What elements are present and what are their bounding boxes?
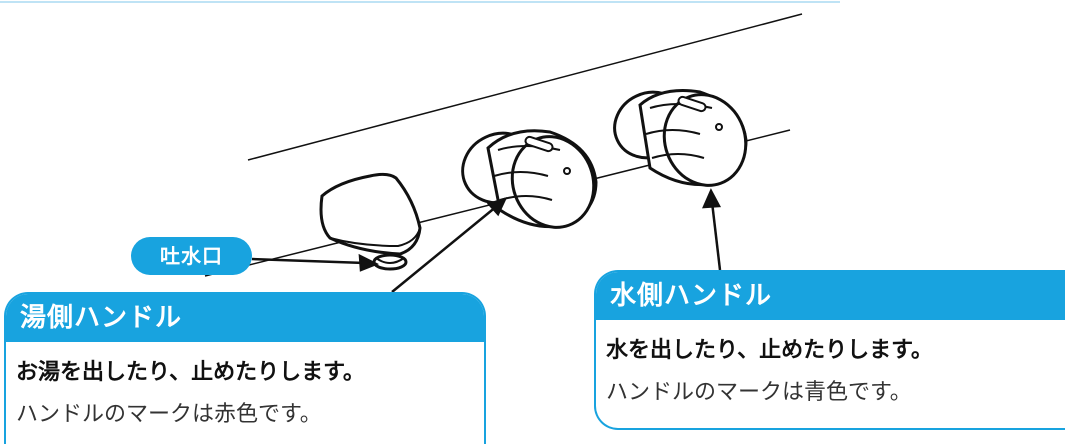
hot-handle-title: 湯側ハンドル <box>6 294 484 342</box>
spout-label: 吐水口 <box>131 237 252 275</box>
cold-arrow <box>702 188 722 209</box>
leader-lines <box>251 188 722 293</box>
hot-handle-illustration <box>461 129 598 229</box>
hot-arrow <box>486 196 508 217</box>
cold-handle-illustration <box>613 89 748 187</box>
cold-handle-mark-note: ハンドルのマークは青色です。 <box>606 380 912 405</box>
spout-arrow <box>358 253 380 272</box>
cold-handle-callout: 水側ハンドル 水を出したり、止めたりします。 ハンドルのマークは青色です。 <box>594 270 1065 430</box>
wall-edge-line <box>247 13 803 161</box>
cold-handle-description: 水を出したり、止めたりします。 <box>606 338 933 363</box>
spout-body <box>319 172 422 271</box>
hot-handle-mark-note: ハンドルのマークは赤色です。 <box>16 402 322 427</box>
hot-handle-callout: 湯側ハンドル お湯を出したり、止めたりします。 ハンドルのマークは赤色です。 <box>4 292 486 444</box>
hot-handle-description: お湯を出したり、止めたりします。 <box>16 360 365 385</box>
cold-handle-title: 水側ハンドル <box>596 272 1065 320</box>
